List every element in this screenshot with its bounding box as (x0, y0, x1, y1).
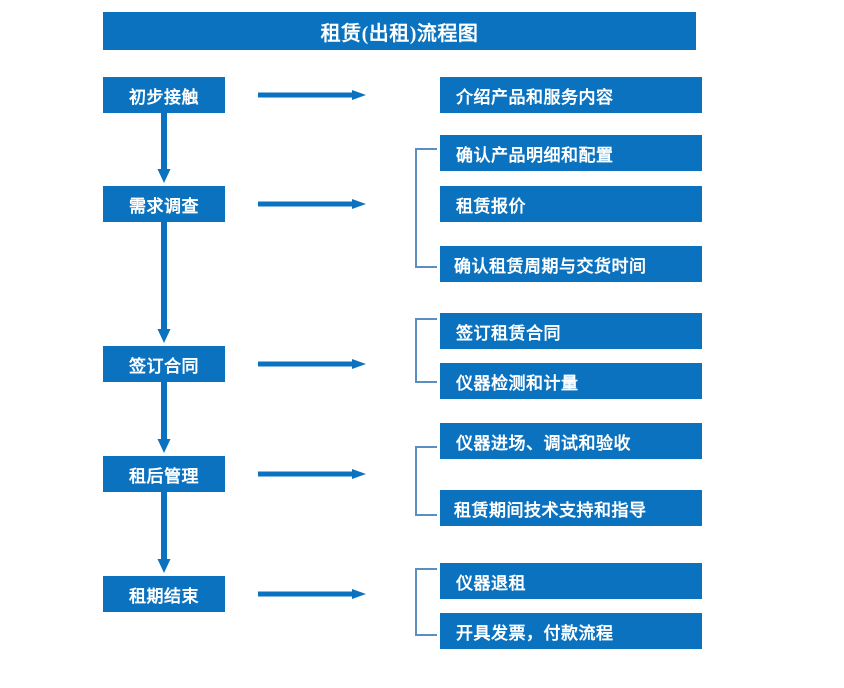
stage-box-1[interactable]: 初步接触 (103, 77, 225, 113)
flow-arrow-down-1 (157, 113, 171, 183)
stage-box-2[interactable]: 需求调查 (103, 186, 225, 222)
flow-arrow-down-4 (157, 492, 171, 573)
flow-arrow-down-3 (157, 382, 171, 453)
detail-box-3[interactable]: 租赁报价 (440, 186, 702, 222)
detail-box-10[interactable]: 开具发票，付款流程 (440, 613, 702, 649)
stage-box-5[interactable]: 租期结束 (103, 576, 225, 612)
detail-box-6[interactable]: 仪器检测和计量 (440, 363, 702, 399)
stage-box-4[interactable]: 租后管理 (103, 456, 225, 492)
detail-box-8[interactable]: 租赁期间技术支持和指导 (440, 490, 702, 526)
group-bracket-3 (415, 446, 437, 516)
flow-arrow-down-2 (157, 222, 171, 343)
group-bracket-4 (415, 568, 437, 636)
stage-box-3[interactable]: 签订合同 (103, 346, 225, 382)
diagram-title: 租赁(出租)流程图 (103, 12, 696, 50)
detail-box-5[interactable]: 签订租赁合同 (440, 313, 702, 349)
group-bracket-2 (415, 318, 437, 383)
detail-box-1[interactable]: 介绍产品和服务内容 (440, 77, 702, 113)
detail-box-9[interactable]: 仪器退租 (440, 563, 702, 599)
detail-arrow-2 (258, 199, 366, 209)
detail-arrow-1 (258, 90, 366, 100)
detail-box-4[interactable]: 确认租赁周期与交货时间 (440, 246, 702, 282)
detail-box-7[interactable]: 仪器进场、调试和验收 (440, 423, 702, 459)
detail-box-2[interactable]: 确认产品明细和配置 (440, 135, 702, 171)
detail-arrow-4 (258, 469, 366, 479)
detail-arrow-3 (258, 359, 366, 369)
detail-arrow-5 (258, 589, 366, 599)
group-bracket-1 (415, 148, 437, 268)
